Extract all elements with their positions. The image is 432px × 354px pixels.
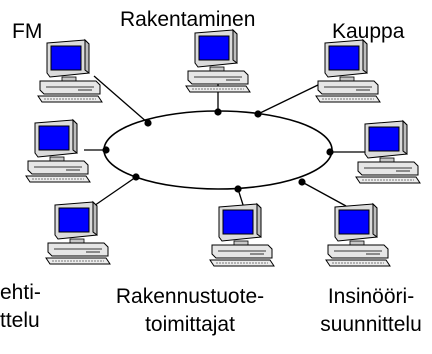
label-left-bottom-line2: ttelu	[0, 309, 40, 332]
line-engineering	[301, 181, 347, 207]
computer-icon	[37, 39, 103, 103]
node-left-bottom	[132, 173, 140, 181]
label-left-bottom-line1: ehti-	[0, 281, 41, 304]
line-fm	[93, 75, 149, 124]
computer-icon	[315, 39, 381, 103]
computer-icon	[185, 29, 251, 93]
label-suppliers-line2: toimittajat	[145, 313, 235, 336]
node-engineering	[298, 178, 306, 186]
node-suppliers	[234, 185, 242, 193]
label-engineering-line2: suunnittelu	[320, 313, 422, 336]
label-fm: FM	[12, 20, 42, 43]
label-construction: Rakentaminen	[120, 8, 255, 31]
node-left-middle	[102, 146, 110, 154]
junction-nodes	[102, 108, 334, 193]
computer-icon	[209, 203, 275, 267]
computer-icon	[325, 203, 391, 267]
label-suppliers-line1: Rakennustuote-	[116, 285, 264, 308]
computer-icon	[45, 201, 111, 265]
computer-icon	[355, 120, 421, 184]
label-commerce: Kauppa	[332, 20, 405, 43]
node-fm	[144, 119, 152, 127]
node-construction	[214, 108, 222, 116]
computer-icon	[25, 119, 91, 183]
node-commerce	[254, 110, 262, 118]
line-commerce	[257, 83, 321, 115]
label-engineering-line1: Insinööri-	[328, 285, 414, 308]
node-right-middle	[326, 148, 334, 156]
